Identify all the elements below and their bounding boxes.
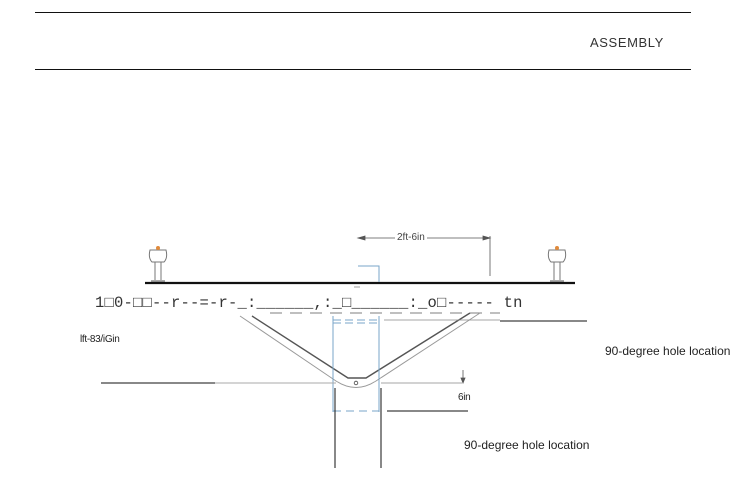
dimension-label-2ft6in: 2ft-6in [395, 232, 427, 243]
v-brace-outer [239, 312, 481, 388]
page-title: ASSEMBLY [590, 35, 664, 50]
pole-top-bracket [358, 265, 380, 282]
garbled-text-line: 1□0-□□--r--=-r-_:______,:_□______:_o□---… [95, 294, 523, 312]
label-hole-location-lower: 90-degree hole location [464, 438, 590, 452]
left-insulator-icon [148, 246, 168, 282]
v-brace-inner [251, 312, 471, 379]
dimension-6in-arrow [460, 370, 466, 385]
header-top-rule [35, 12, 691, 13]
label-left-dimension: lft-83/iGin [80, 334, 120, 345]
pole [332, 316, 382, 468]
dimension-label-6in: 6in [458, 392, 471, 403]
header-bottom-rule [35, 69, 691, 70]
label-hole-location-upper: 90-degree hole location [605, 344, 731, 358]
right-insulator-icon [547, 246, 567, 282]
bolt-hole [353, 380, 359, 386]
